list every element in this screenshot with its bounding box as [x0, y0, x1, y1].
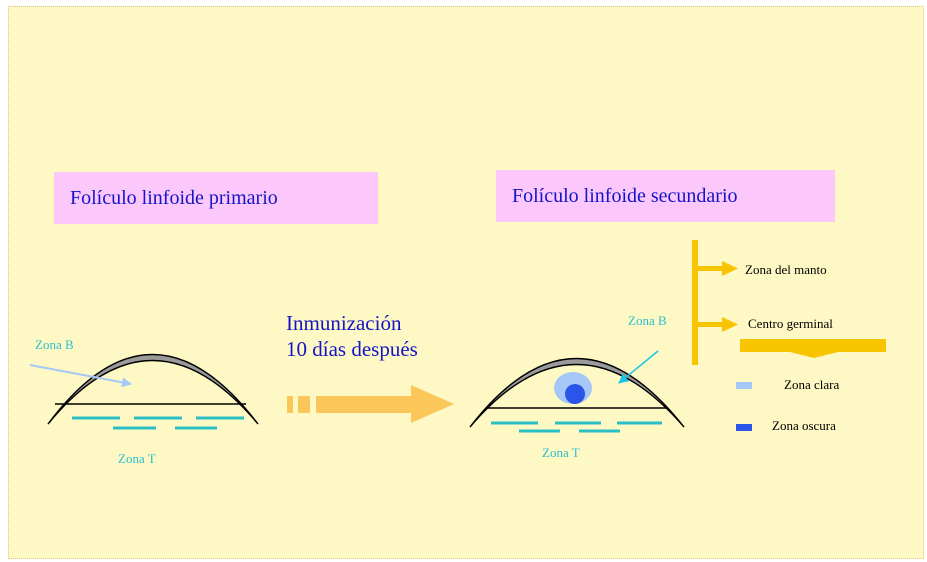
secondary-follicle-dome — [469, 357, 685, 428]
legend-centro-germinal: Centro germinal — [748, 316, 833, 331]
legend-arrow-germinal-shaft — [698, 322, 722, 327]
arrow-tail-segment — [298, 396, 310, 413]
secondary-follicle-title: Folículo linfoide secundario — [496, 170, 835, 222]
light-zone-swatch — [736, 382, 752, 389]
arrow-tail-segment — [287, 396, 293, 413]
dark-zone-swatch — [736, 424, 752, 431]
diagram-canvas — [8, 6, 924, 559]
secondary-b-zone-arrow — [618, 350, 659, 384]
legend-arrow-manto-shaft — [698, 266, 722, 271]
legend-arrow-germinal-head — [722, 317, 738, 332]
legend-vertical-bar — [692, 240, 698, 365]
zona-b-label-right: Zona B — [628, 313, 667, 328]
legend-zona-clara: Zona clara — [784, 377, 840, 392]
zona-t-label-right: Zona T — [542, 445, 580, 460]
immunization-caption-line2: 10 días después — [286, 337, 418, 361]
germinal-center-pointer — [790, 352, 838, 358]
zona-b-label-left: Zona B — [35, 337, 74, 352]
arrow-body — [316, 385, 454, 423]
primary-follicle-title: Folículo linfoide primario — [54, 172, 378, 224]
primary-b-zone-arrow — [29, 364, 132, 388]
legend-zona-oscura: Zona oscura — [772, 418, 836, 433]
legend-arrow-manto-head — [722, 261, 738, 276]
germinal-center-bar — [740, 339, 886, 352]
primary-follicle-dome — [47, 353, 259, 425]
primary-follicle — [29, 353, 259, 430]
secondary-follicle — [469, 350, 685, 433]
dark-zone — [565, 384, 585, 404]
legend — [692, 240, 886, 431]
legend-zona-manto: Zona del manto — [745, 262, 827, 277]
immunization-arrow — [287, 385, 454, 423]
zona-t-label-left: Zona T — [118, 451, 156, 466]
immunization-caption-line1: Inmunización — [286, 311, 402, 335]
